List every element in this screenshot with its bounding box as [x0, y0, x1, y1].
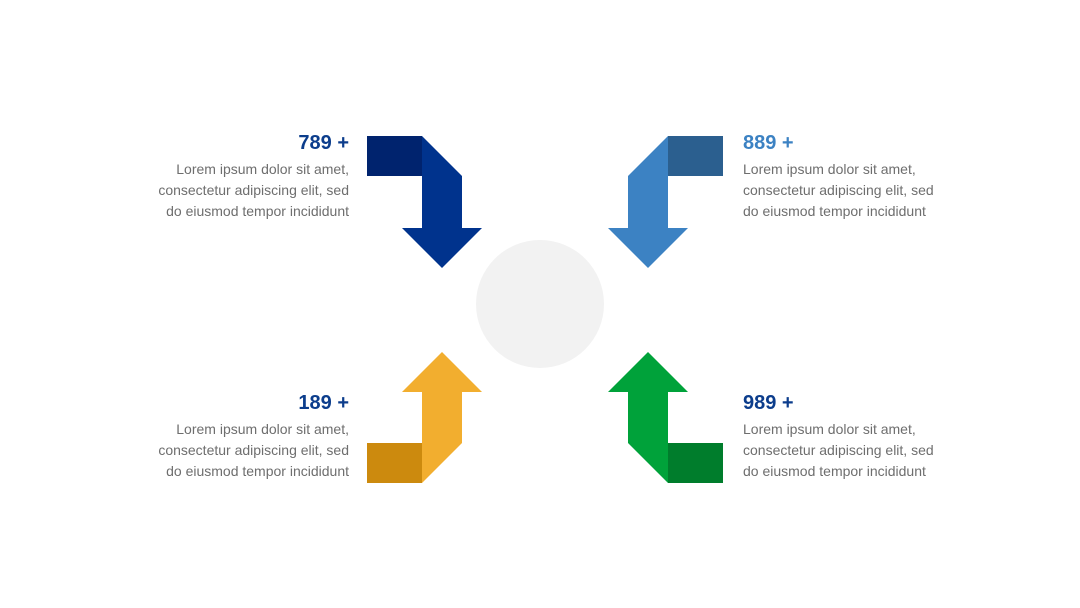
top-right-line-3: do eiusmod tempor incididunt: [743, 203, 926, 219]
top-right-value: 889 +: [743, 132, 794, 154]
top-left-arrow-head: [402, 228, 482, 268]
bottom-left-arrow-head: [402, 352, 482, 392]
top-right-arrow-head: [608, 228, 688, 268]
bottom-left-line-3: do eiusmod tempor incididunt: [166, 463, 349, 479]
top-left-line-2: consectetur adipiscing elit, sed: [158, 182, 349, 198]
bottom-right-value: 989 +: [743, 392, 794, 414]
bottom-right-line-2: consectetur adipiscing elit, sed: [743, 442, 934, 458]
bottom-left-value: 189 +: [298, 392, 349, 414]
bottom-left-arrow-fold: [422, 443, 462, 483]
bottom-right-text-block: 989 + Lorem ipsum dolor sit amet, consec…: [743, 391, 943, 482]
top-left-arrow-shaft: [422, 176, 462, 228]
top-right-description: Lorem ipsum dolor sit amet, consectetur …: [743, 159, 943, 222]
top-left-arrow-tail: [367, 136, 422, 176]
bottom-right-line-1: Lorem ipsum dolor sit amet,: [743, 421, 916, 437]
bottom-left-text-block: 189 + Lorem ipsum dolor sit amet, consec…: [149, 391, 349, 482]
top-left-arrow-fold: [422, 136, 462, 176]
top-left-value: 789 +: [298, 132, 349, 154]
bottom-right-arrow-fold: [628, 443, 668, 483]
top-right-arrow-tail: [668, 136, 723, 176]
bottom-left-arrow-tail: [367, 443, 422, 483]
bottom-right-arrow-shaft: [628, 392, 668, 443]
top-right-arrow-fold: [628, 136, 668, 176]
bottom-left-description: Lorem ipsum dolor sit amet, consectetur …: [149, 419, 349, 482]
top-right-line-2: consectetur adipiscing elit, sed: [743, 182, 934, 198]
top-left-arrow: [367, 136, 482, 268]
bottom-right-line-3: do eiusmod tempor incididunt: [743, 463, 926, 479]
top-right-arrow-shaft: [628, 176, 668, 228]
bottom-left-arrow-shaft: [422, 392, 462, 443]
center-circle: [476, 240, 604, 368]
top-left-description: Lorem ipsum dolor sit amet, consectetur …: [149, 159, 349, 222]
bottom-left-line-2: consectetur adipiscing elit, sed: [158, 442, 349, 458]
top-right-text-block: 889 + Lorem ipsum dolor sit amet, consec…: [743, 131, 943, 222]
top-right-arrow: [608, 136, 723, 268]
bottom-left-arrow: [367, 352, 482, 483]
bottom-right-arrow: [608, 352, 723, 483]
bottom-right-arrow-head: [608, 352, 688, 392]
top-left-text-block: 789 + Lorem ipsum dolor sit amet, consec…: [149, 131, 349, 222]
bottom-left-line-1: Lorem ipsum dolor sit amet,: [176, 421, 349, 437]
bottom-right-description: Lorem ipsum dolor sit amet, consectetur …: [743, 419, 943, 482]
top-left-line-3: do eiusmod tempor incididunt: [166, 203, 349, 219]
top-right-line-1: Lorem ipsum dolor sit amet,: [743, 161, 916, 177]
bottom-right-arrow-tail: [668, 443, 723, 483]
top-left-line-1: Lorem ipsum dolor sit amet,: [176, 161, 349, 177]
